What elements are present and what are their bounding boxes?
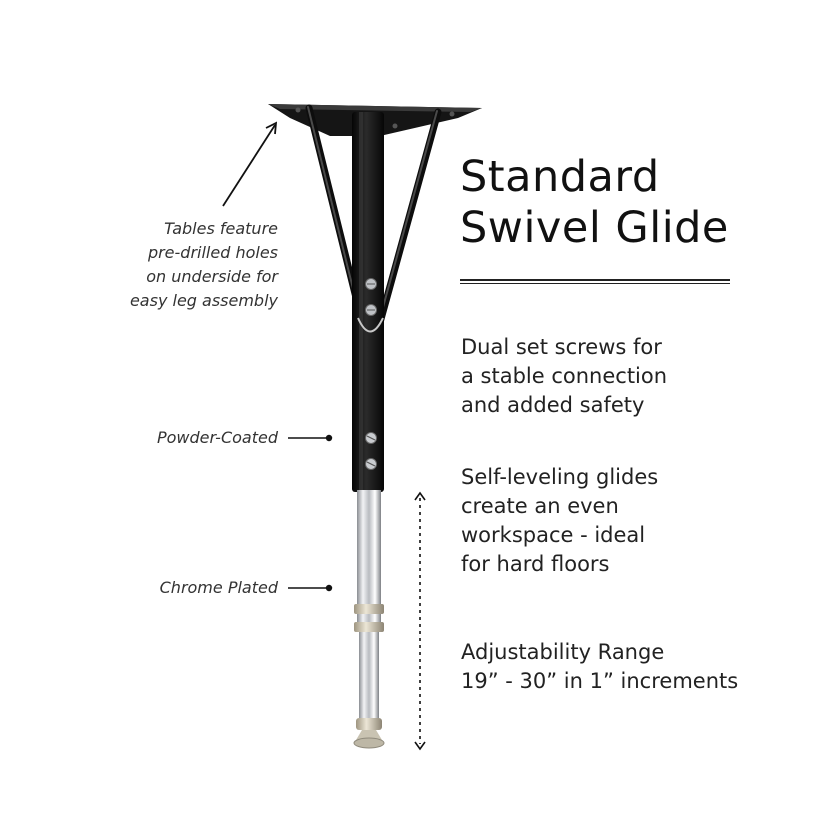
callout-pre-drilled: Tables feature pre-drilled holes on unde… xyxy=(100,217,278,313)
product-title: Standard Swivel Glide xyxy=(460,152,790,254)
callout-chrome-plated: Chrome Plated xyxy=(100,576,278,600)
feature-line: workspace - ideal xyxy=(461,523,646,547)
bracket-bolts xyxy=(365,278,377,316)
feature-line: 19” - 30” in 1” increments xyxy=(461,669,739,693)
chrome-plated-leader xyxy=(288,584,333,592)
title-line-1: Standard xyxy=(460,152,660,202)
feature-line: and added safety xyxy=(461,393,645,417)
feature-adjustability: Adjustability Range 19” - 30” in 1” incr… xyxy=(461,638,781,696)
chrome-plated-tube xyxy=(353,490,385,749)
adjustability-range-arrow xyxy=(414,491,426,751)
callout-powder-coated: Powder-Coated xyxy=(100,426,278,450)
feature-set-screws: Dual set screws for a stable connection … xyxy=(461,333,781,420)
pre-drilled-callout-arrow xyxy=(222,121,278,207)
set-screws xyxy=(365,432,377,470)
feature-self-leveling: Self-leveling glides create an even work… xyxy=(461,463,781,579)
feature-line: Dual set screws for xyxy=(461,335,662,359)
title-divider xyxy=(460,279,730,281)
powder-coated-leader xyxy=(288,434,333,442)
callout-line: on underside for xyxy=(146,267,278,286)
feature-line: Adjustability Range xyxy=(461,640,665,664)
callout-line: Chrome Plated xyxy=(159,578,278,597)
feature-line: create an even xyxy=(461,494,619,518)
callout-line: pre-drilled holes xyxy=(147,243,278,262)
feature-line: for hard floors xyxy=(461,552,610,576)
callout-line: easy leg assembly xyxy=(129,291,278,310)
feature-line: a stable connection xyxy=(461,364,668,388)
title-divider-thin xyxy=(460,283,730,284)
title-line-2: Swivel Glide xyxy=(460,203,729,253)
callout-line: Powder-Coated xyxy=(156,428,278,447)
callout-line: Tables feature xyxy=(164,219,278,238)
feature-line: Self-leveling glides xyxy=(461,465,659,489)
